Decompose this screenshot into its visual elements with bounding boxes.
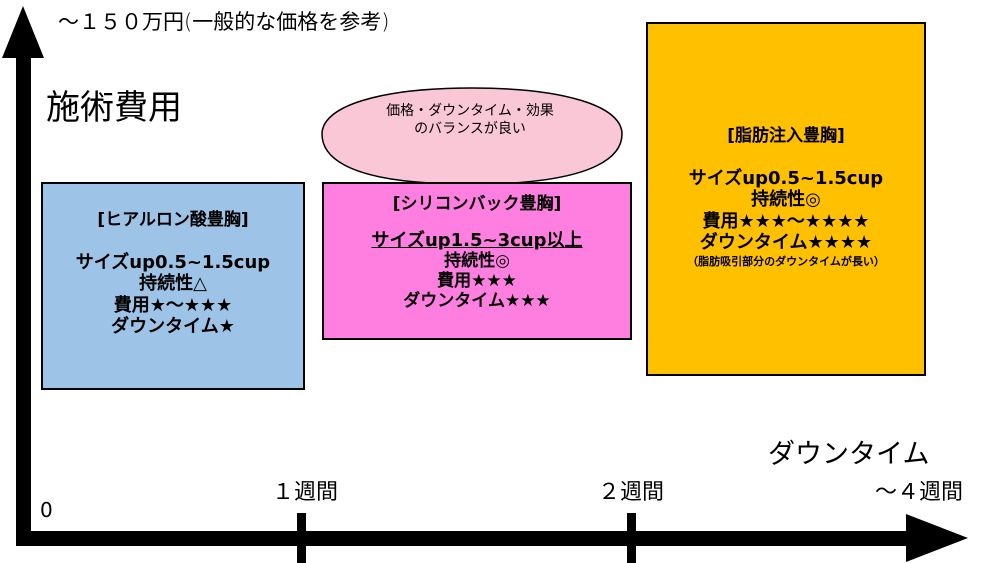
speech-bubble-text: 価格・ダウンタイム・効果 のバランスが良い bbox=[330, 102, 610, 138]
tick-mark-1week bbox=[297, 513, 306, 563]
x-axis-title: ダウンタイム bbox=[768, 439, 930, 470]
box-size: サイズup1.5~3cup以上 bbox=[371, 230, 583, 252]
box-durability: 持続性△ bbox=[139, 273, 207, 295]
x-axis-arrow bbox=[906, 514, 968, 562]
silicone-implant-box: [シリコンバック豊胸] サイズup1.5~3cup以上 持続性◎ 費用★★★ ダ… bbox=[322, 182, 632, 340]
box-size: サイズup0.5~1.5cup bbox=[75, 252, 271, 274]
box-durability: 持続性◎ bbox=[751, 189, 821, 211]
fat-injection-box: [脂肪注入豊胸] サイズup0.5~1.5cup 持続性◎ 費用★★★～★★★★… bbox=[646, 22, 926, 376]
origin-label: 0 bbox=[40, 498, 53, 522]
tick-label-1week: １週間 bbox=[272, 480, 339, 505]
y-axis-arrow bbox=[2, 6, 44, 58]
tick-label-2week: ２週間 bbox=[598, 480, 665, 505]
y-axis-line bbox=[16, 40, 31, 546]
speech-bubble-line-2: のバランスが良い bbox=[414, 121, 526, 138]
box-cost: 費用★～★★★ bbox=[113, 294, 233, 316]
y-axis-top-label: ～１５０万円(一般的な価格を参考) bbox=[58, 10, 390, 34]
y-axis-title: 施術費用 bbox=[46, 88, 182, 128]
tick-mark-2week bbox=[627, 513, 636, 563]
box-downtime: ダウンタイム★ bbox=[111, 315, 235, 337]
x-axis-line bbox=[16, 531, 916, 546]
box-downtime: ダウンタイム★★★ bbox=[403, 291, 551, 312]
box-durability: 持続性◎ bbox=[444, 251, 510, 272]
tick-label-4week: ～４週間 bbox=[875, 480, 964, 505]
box-title: [シリコンバック豊胸] bbox=[392, 194, 562, 214]
box-cost: 費用★★★～★★★★ bbox=[702, 210, 870, 232]
speech-bubble-shape bbox=[321, 87, 623, 214]
speech-bubble-line-1: 価格・ダウンタイム・効果 bbox=[386, 103, 554, 119]
box-downtime: ダウンタイム★★★★ bbox=[699, 231, 873, 253]
hyaluronic-acid-box: [ヒアルロン酸豊胸] サイズup0.5~1.5cup 持続性△ 費用★～★★★ … bbox=[41, 182, 305, 390]
box-note: （脂肪吸引部分のダウンタイムが長い） bbox=[687, 254, 885, 268]
box-cost: 費用★★★ bbox=[437, 271, 517, 292]
box-title: [脂肪注入豊胸] bbox=[727, 126, 845, 146]
box-size: サイズup0.5~1.5cup bbox=[688, 168, 884, 190]
box-title: [ヒアルロン酸豊胸] bbox=[97, 210, 249, 230]
